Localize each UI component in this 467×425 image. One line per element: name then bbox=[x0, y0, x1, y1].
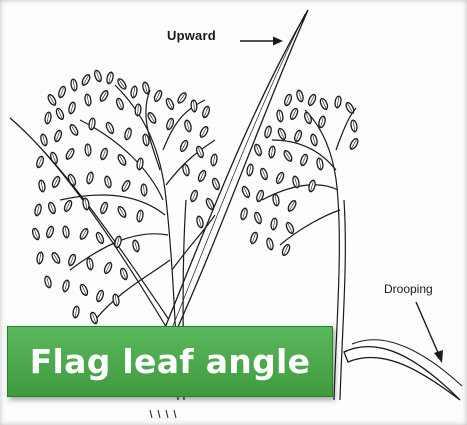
caption-box: Flag leaf angle bbox=[7, 326, 333, 397]
left-leaf bbox=[10, 118, 176, 330]
drooping-label: Drooping bbox=[384, 282, 433, 296]
upward-label: Upward bbox=[167, 28, 216, 43]
caption-title: Flag leaf angle bbox=[30, 342, 311, 381]
upward-arrow-icon bbox=[240, 37, 283, 46]
